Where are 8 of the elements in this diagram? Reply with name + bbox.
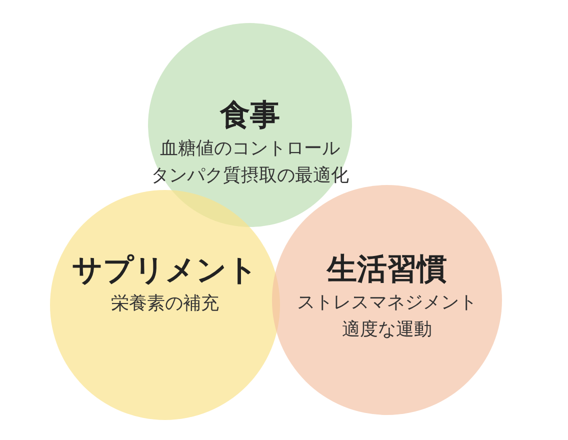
circle-text: 適度な運動 (342, 318, 432, 342)
circle-text: ストレスマネジメント (297, 291, 477, 315)
circle-text: 栄養素の補充 (111, 292, 219, 316)
circle-heading: 生活習慣 (327, 252, 447, 288)
circle-text: タンパク質摂取の最適化 (151, 164, 349, 188)
circle-text: 血糖値のコントロール (160, 137, 340, 161)
circle-heading: 食事 (220, 98, 280, 134)
circle-heading: サプリメント (72, 253, 258, 289)
